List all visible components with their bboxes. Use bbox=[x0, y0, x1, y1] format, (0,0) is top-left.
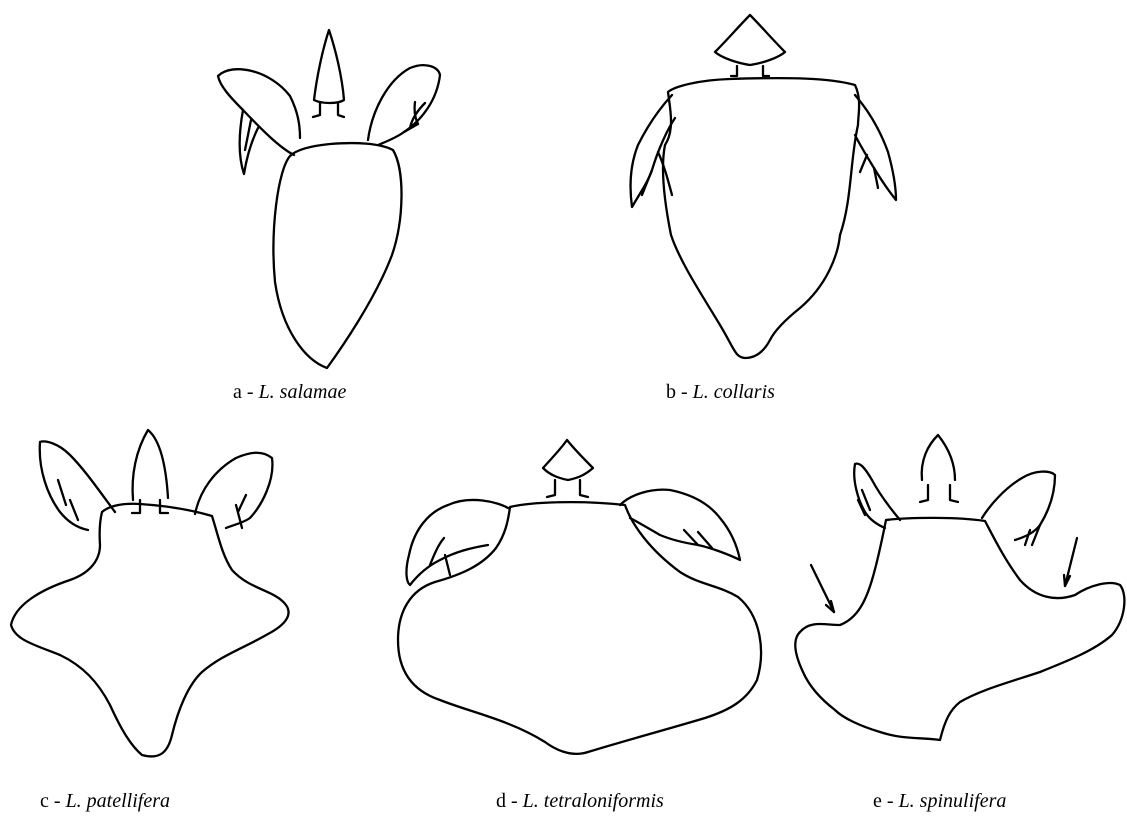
right-lateral-process bbox=[982, 472, 1055, 540]
left-lateral-tips bbox=[858, 490, 870, 515]
left-lateral-process bbox=[218, 69, 300, 155]
drawing-b-collaris bbox=[630, 15, 896, 358]
body-outline bbox=[795, 518, 1124, 740]
caption-b: b - L. collaris bbox=[666, 381, 775, 404]
left-lateral-tips bbox=[642, 152, 672, 195]
right-lateral-process bbox=[195, 453, 272, 528]
caption-species: L. collaris bbox=[693, 381, 775, 403]
caption-letter: d bbox=[496, 790, 506, 812]
median-lobe bbox=[314, 30, 344, 103]
median-lobe bbox=[543, 440, 593, 480]
median-lobe bbox=[715, 15, 785, 65]
caption-letter: b bbox=[666, 381, 676, 403]
caption-species: L. salamae bbox=[259, 381, 347, 403]
right-lateral-tips bbox=[684, 530, 712, 548]
caption-d: d - L. tetraloniformis bbox=[496, 790, 664, 813]
caption-e: e - L. spinulifera bbox=[873, 790, 1006, 813]
right-lateral-process bbox=[620, 490, 740, 560]
body-outline bbox=[398, 502, 761, 754]
left-lateral-process bbox=[630, 95, 675, 207]
left-lateral-process bbox=[406, 500, 508, 585]
median-lobe bbox=[133, 430, 168, 500]
caption-c: c - L. patellifera bbox=[40, 790, 170, 813]
caption-separator: - bbox=[49, 790, 66, 812]
median-lobe bbox=[922, 435, 955, 480]
body-outline bbox=[663, 78, 859, 358]
drawing-a-salamae bbox=[218, 30, 440, 368]
left-lateral-tips bbox=[240, 110, 258, 174]
right-lateral-tips bbox=[1025, 525, 1040, 545]
caption-letter: c bbox=[40, 790, 49, 812]
caption-separator: - bbox=[506, 790, 523, 812]
drawing-e-spinulifera bbox=[795, 435, 1124, 740]
drawing-c-patellifera bbox=[11, 430, 289, 756]
median-stalk bbox=[313, 103, 344, 117]
arrow-left bbox=[811, 565, 834, 612]
caption-species: L. tetraloniformis bbox=[523, 790, 664, 812]
right-lateral-process bbox=[855, 95, 896, 200]
caption-separator: - bbox=[882, 790, 899, 812]
caption-species: L. spinulifera bbox=[899, 790, 1007, 812]
median-stalk bbox=[731, 66, 769, 76]
caption-species: L. patellifera bbox=[66, 790, 170, 812]
caption-a: a - L. salamae bbox=[233, 381, 346, 404]
median-stalk bbox=[547, 480, 588, 497]
caption-separator: - bbox=[242, 381, 259, 403]
caption-letter: a bbox=[233, 381, 242, 403]
body-outline bbox=[273, 143, 401, 368]
drawing-d-tetraloniformis bbox=[398, 440, 761, 754]
arrow-right bbox=[1064, 538, 1077, 586]
median-stalk bbox=[920, 485, 958, 502]
caption-letter: e bbox=[873, 790, 882, 812]
caption-separator: - bbox=[676, 381, 693, 403]
body-outline bbox=[11, 504, 289, 757]
